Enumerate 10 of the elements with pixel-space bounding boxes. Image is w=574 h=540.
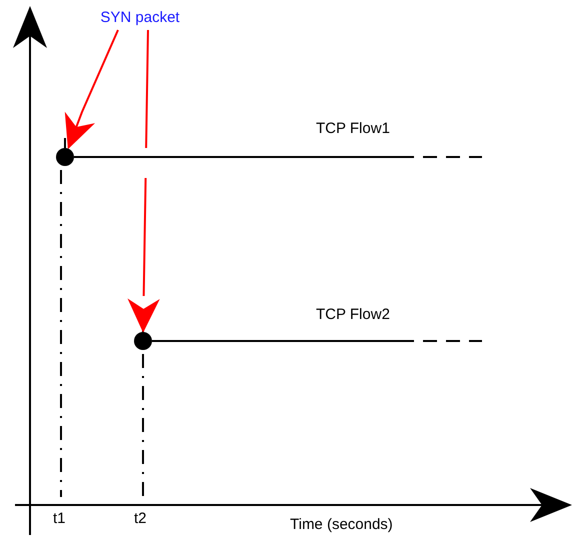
tick-label: t2	[134, 510, 147, 527]
event-dot	[134, 332, 152, 350]
flow-label: TCP Flow1	[316, 120, 390, 137]
tick-label: t1	[53, 510, 66, 527]
flow-label: TCP Flow2	[316, 306, 390, 323]
event-dot	[56, 148, 74, 166]
arrow	[64, 30, 119, 150]
packet-label: SYN packet	[80, 6, 200, 30]
arrow	[128, 30, 160, 333]
axis-title: Time (seconds)	[290, 516, 393, 533]
